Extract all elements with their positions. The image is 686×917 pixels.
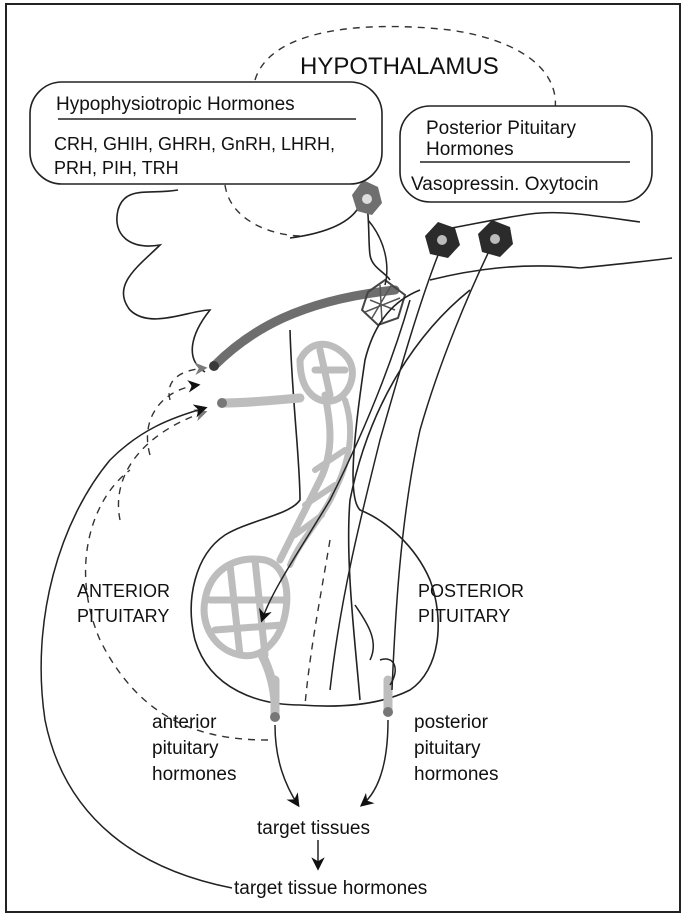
anterior-pituitary-label-1: ANTERIOR bbox=[77, 581, 170, 601]
target-tissues-label: target tissues bbox=[257, 818, 370, 839]
dashed-connector bbox=[305, 540, 330, 705]
target-tissue-hormones-label: target tissue hormones bbox=[234, 878, 427, 899]
posterior-hormones-label-1: posterior bbox=[414, 712, 489, 733]
hypothalamus-label: HYPOTHALAMUS bbox=[300, 53, 499, 80]
posterior-to-target-arrow bbox=[362, 720, 388, 805]
hypophysiotropic-list-line1: CRH, GHIH, GHRH, GnRH, LHRH, bbox=[54, 134, 335, 154]
posterior-hormones-label-3: hormones bbox=[414, 764, 499, 785]
anterior-hormones-label-3: hormones bbox=[152, 764, 237, 785]
anterior-hormones-label-1: anterior bbox=[152, 712, 217, 733]
posterior-box-hormones: Vasopressin. Oxytocin bbox=[411, 174, 599, 195]
artery-endpoint bbox=[209, 361, 219, 371]
anterior-pituitary-label-2: PITUITARY bbox=[77, 606, 169, 626]
hypophysiotropic-list-line2: PRH, PIH, TRH bbox=[54, 158, 179, 178]
axon-tuberoinfundibular bbox=[368, 220, 387, 285]
posterior-pituitary-label-1: POSTERIOR bbox=[418, 581, 524, 601]
feedback-dashed-gray-1 bbox=[169, 368, 205, 400]
short-loop-feedback bbox=[86, 470, 268, 740]
posterior-pituitary-label-2: PITUITARY bbox=[418, 606, 510, 626]
brain-outline bbox=[117, 190, 390, 372]
posterior-terminal-branches bbox=[355, 605, 395, 685]
brainstem-outline bbox=[430, 213, 672, 280]
anterior-to-target-arrow bbox=[275, 725, 298, 805]
neuron-dark-2 bbox=[478, 220, 513, 257]
posterior-hormones-label-2: pituitary bbox=[414, 738, 481, 759]
long-loop-feedback bbox=[41, 408, 232, 888]
posterior-box-heading-line1: Posterior Pituitary bbox=[426, 118, 576, 139]
hypophysiotropic-heading: Hypophysiotropic Hormones bbox=[56, 94, 295, 115]
feedback-dashed-black bbox=[147, 385, 198, 455]
posterior-box-heading-line2: Hormones bbox=[426, 139, 514, 160]
feedback-dashed-gray-2 bbox=[118, 412, 205, 520]
portal-vessels bbox=[204, 344, 393, 722]
anterior-hormones-label-2: pituitary bbox=[152, 738, 219, 759]
